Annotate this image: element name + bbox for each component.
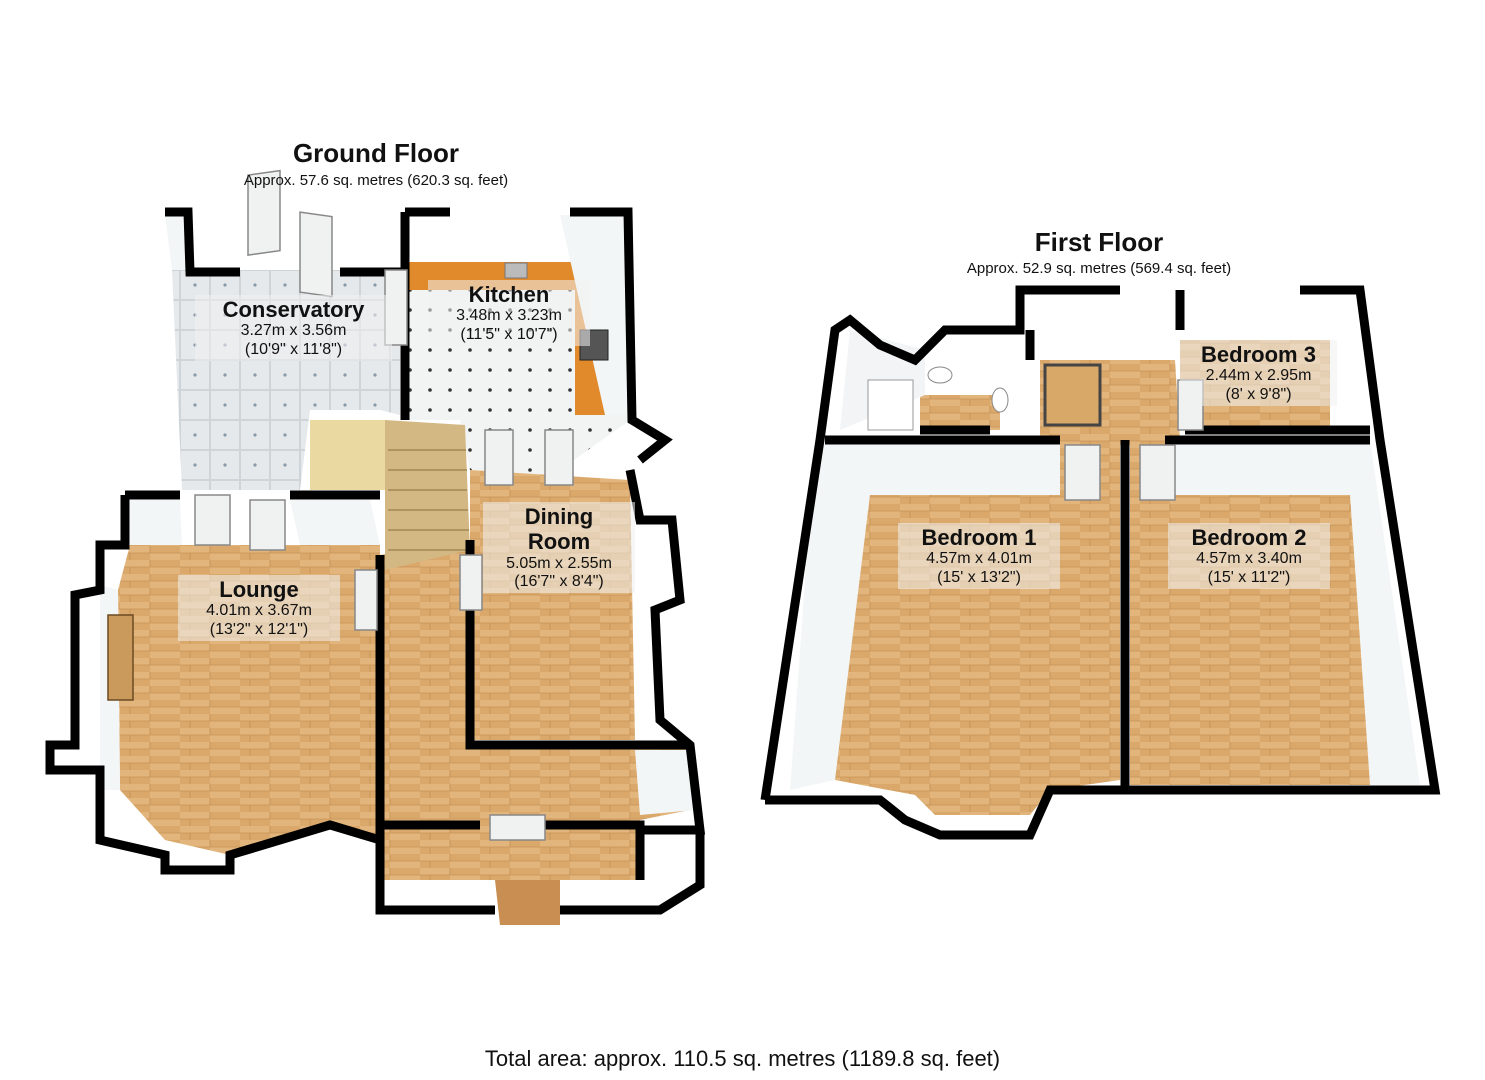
room-label-kitchen: Kitchen 3.48m x 3.23m (11'5" x 10'7") <box>428 280 590 347</box>
first-floor-outer-wall <box>1300 285 1441 795</box>
room-name: Bedroom 2 <box>1191 525 1307 550</box>
room-dimensions-imperial: (13'2" x 12'1") <box>209 620 309 638</box>
landing-cupboard <box>1043 363 1102 427</box>
sink <box>504 262 528 279</box>
fireplace <box>107 614 134 701</box>
room-dimensions-imperial: (16'7" x 8'4") <box>514 572 604 590</box>
stair-landing <box>310 420 385 490</box>
hall-floor <box>380 540 690 880</box>
front-wall <box>560 830 705 915</box>
hall-wall <box>540 820 645 880</box>
room-label-conservatory: Conservatory 3.27m x 3.56m (10'9" x 11'8… <box>195 295 392 362</box>
room-label-dining-room: Dining Room 5.05m x 2.55m (16'7" x 8'4") <box>483 502 635 594</box>
basin <box>927 366 953 384</box>
room-name: Conservatory <box>222 297 365 322</box>
lounge-wall <box>45 495 382 875</box>
room-label-bedroom-3: Bedroom 3 2.44m x 2.95m (8' x 9'8") <box>1180 340 1337 407</box>
front-door <box>489 814 546 841</box>
room-name: Lounge <box>219 577 299 602</box>
room-label-bedroom-2: Bedroom 2 4.57m x 3.40m (15' x 11'2") <box>1168 523 1330 590</box>
room-label-bedroom-1: Bedroom 1 4.57m x 4.01m (15' x 13'2") <box>898 523 1060 590</box>
porch-floor <box>495 880 560 925</box>
first-floor-outer-wall <box>760 285 1120 801</box>
dining-wall <box>625 469 706 835</box>
bedroom2-wall-face <box>1165 440 1420 785</box>
kitchen-wall <box>570 207 673 464</box>
room-dimensions-metric: 4.01m x 3.67m <box>206 602 312 620</box>
toilet <box>991 387 1009 413</box>
room-dimensions-metric: 5.05m x 2.55m <box>506 554 612 572</box>
kitchen-door <box>544 429 574 486</box>
room-label-lounge: Lounge 4.01m x 3.67m (13'2" x 12'1") <box>178 575 340 642</box>
ground-floor-title: Ground Floor <box>292 138 460 168</box>
room-dimensions-metric: 3.48m x 3.23m <box>456 307 562 325</box>
first-floor-area: Approx. 52.9 sq. metres (569.4 sq. feet) <box>966 260 1232 277</box>
room-dimensions-imperial: (11'5" x 10'7") <box>460 325 558 343</box>
front-wall <box>375 880 495 915</box>
wall-face <box>165 215 190 270</box>
room-dimensions-metric: 4.57m x 4.01m <box>926 550 1032 568</box>
room-dimensions-metric: 3.27m x 3.56m <box>240 322 347 340</box>
bathroom-floor <box>920 395 1000 430</box>
room-name: Dining Room <box>524 504 594 555</box>
room-dimensions-metric: 4.57m x 3.40m <box>1196 550 1302 568</box>
dining-door <box>459 554 483 611</box>
hall-door <box>354 569 378 631</box>
total-area: Total area: approx. 110.5 sq. metres (11… <box>484 1046 1001 1071</box>
wall-face <box>635 750 695 815</box>
lounge-door <box>194 494 231 546</box>
room-name: Kitchen <box>468 282 550 307</box>
conservatory-door <box>247 169 281 257</box>
conservatory-wall <box>165 207 240 277</box>
wall-face <box>130 500 182 545</box>
wall-face <box>560 215 630 415</box>
room-dimensions-metric: 2.44m x 2.95m <box>1205 367 1312 385</box>
bedroom1-door <box>1064 444 1101 501</box>
wall-face <box>290 500 380 545</box>
staircase <box>385 420 470 570</box>
room-dimensions-imperial: (15' x 13'2") <box>937 568 1021 586</box>
bedroom1-wall-face <box>790 440 1060 790</box>
dining-door <box>484 429 514 486</box>
first-floor-title: First Floor <box>1034 227 1164 257</box>
bedroom2-door <box>1139 444 1176 501</box>
bath <box>867 379 914 431</box>
conservatory-door <box>299 211 333 298</box>
ground-floor-area: Approx. 57.6 sq. metres (620.3 sq. feet) <box>243 172 509 189</box>
first-floor-outer-wall <box>765 785 1380 840</box>
room-name: Bedroom 1 <box>921 525 1037 550</box>
room-dimensions-imperial: (8' x 9'8") <box>1225 385 1292 403</box>
room-dimensions-imperial: (15' x 11'2") <box>1207 568 1291 586</box>
room-dimensions-imperial: (10'9" x 11'8") <box>244 340 343 358</box>
room-name: Bedroom 3 <box>1201 342 1316 367</box>
lounge-door <box>249 499 286 551</box>
